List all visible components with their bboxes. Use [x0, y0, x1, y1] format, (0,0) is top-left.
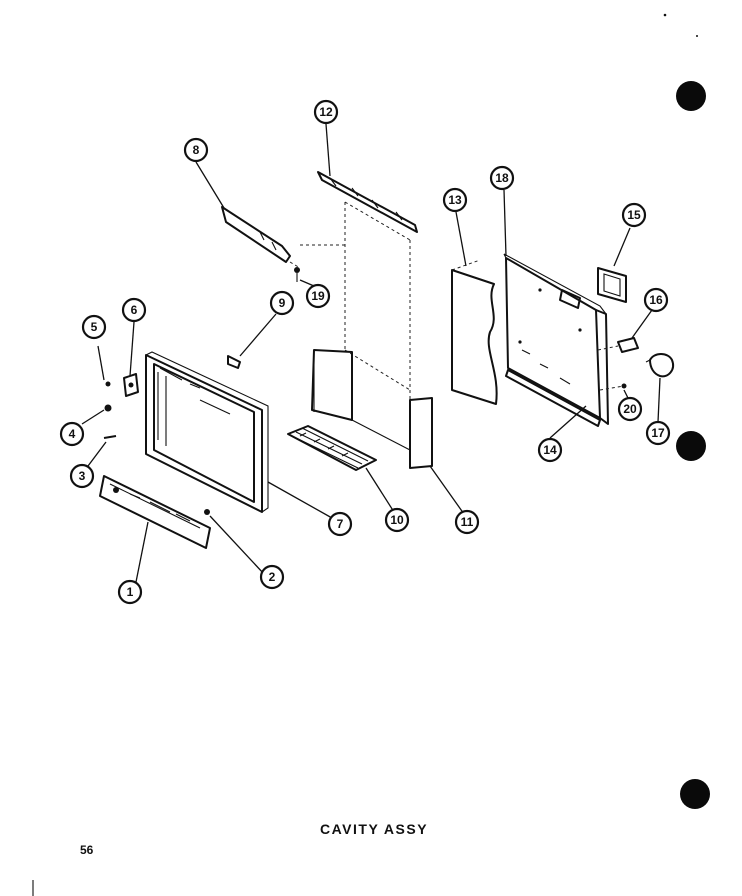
callout-18: 18	[489, 165, 515, 191]
callout-11: 11	[454, 509, 480, 535]
punch-hole-top	[676, 81, 706, 111]
svg-text:15: 15	[627, 208, 641, 222]
svg-text:12: 12	[319, 105, 333, 119]
punch-hole-middle	[676, 431, 706, 461]
screw-2	[204, 509, 210, 515]
svg-text:10: 10	[390, 513, 404, 527]
svg-text:9: 9	[279, 296, 286, 310]
callout-5: 5	[81, 314, 107, 340]
svg-text:20: 20	[623, 402, 637, 416]
svg-text:8: 8	[193, 143, 200, 157]
svg-text:19: 19	[311, 289, 325, 303]
svg-text:17: 17	[651, 426, 665, 440]
svg-text:14: 14	[543, 443, 557, 457]
callout-4: 4	[59, 421, 85, 447]
callout-1: 1	[117, 579, 143, 605]
bulb-17	[645, 353, 674, 378]
callout-2: 2	[259, 564, 285, 590]
scan-specks	[32, 13, 698, 896]
callout-16: 16	[643, 287, 669, 313]
screw-19	[294, 267, 300, 282]
svg-text:7: 7	[337, 517, 344, 531]
callout-12: 12	[313, 99, 339, 125]
callout-10: 10	[384, 507, 410, 533]
callout-20: 20	[617, 396, 643, 422]
gasket-15	[597, 267, 627, 303]
callout-3: 3	[69, 463, 95, 489]
top-panel	[317, 171, 418, 233]
callout-13: 13	[442, 187, 468, 213]
floor-tray	[287, 425, 377, 471]
small-hardware	[103, 373, 139, 439]
svg-text:18: 18	[495, 171, 509, 185]
diagram-caption: CAVITY ASSY	[320, 821, 429, 837]
top-bracket	[221, 206, 301, 269]
punch-hole-bottom	[680, 779, 710, 809]
callout-17: 17	[645, 420, 671, 446]
page-number: 56	[80, 843, 94, 857]
svg-text:5: 5	[91, 320, 98, 334]
insulation-pad	[451, 259, 498, 405]
svg-text:13: 13	[448, 193, 462, 207]
callout-15: 15	[621, 202, 647, 228]
callout-14: 14	[537, 437, 563, 463]
callout-7: 7	[327, 511, 353, 537]
callout-6: 6	[121, 297, 147, 323]
screw-20	[621, 383, 627, 389]
side-panel	[503, 253, 625, 427]
svg-text:16: 16	[649, 293, 663, 307]
svg-text:1: 1	[127, 585, 134, 599]
bottom-panel	[99, 475, 211, 549]
clip-9	[227, 355, 241, 369]
svg-text:6: 6	[131, 303, 138, 317]
leader-lines	[81, 123, 661, 593]
callout-19: 19	[305, 283, 331, 309]
svg-text:4: 4	[69, 427, 76, 441]
callout-9: 9	[269, 290, 295, 316]
svg-text:2: 2	[269, 570, 276, 584]
lamp-socket-16	[617, 337, 639, 353]
cavity-body-outline	[300, 201, 411, 400]
cavity-lower	[311, 349, 433, 469]
svg-text:3: 3	[79, 469, 86, 483]
front-frame	[145, 351, 269, 513]
svg-text:11: 11	[461, 515, 474, 529]
callout-8: 8	[183, 137, 209, 163]
